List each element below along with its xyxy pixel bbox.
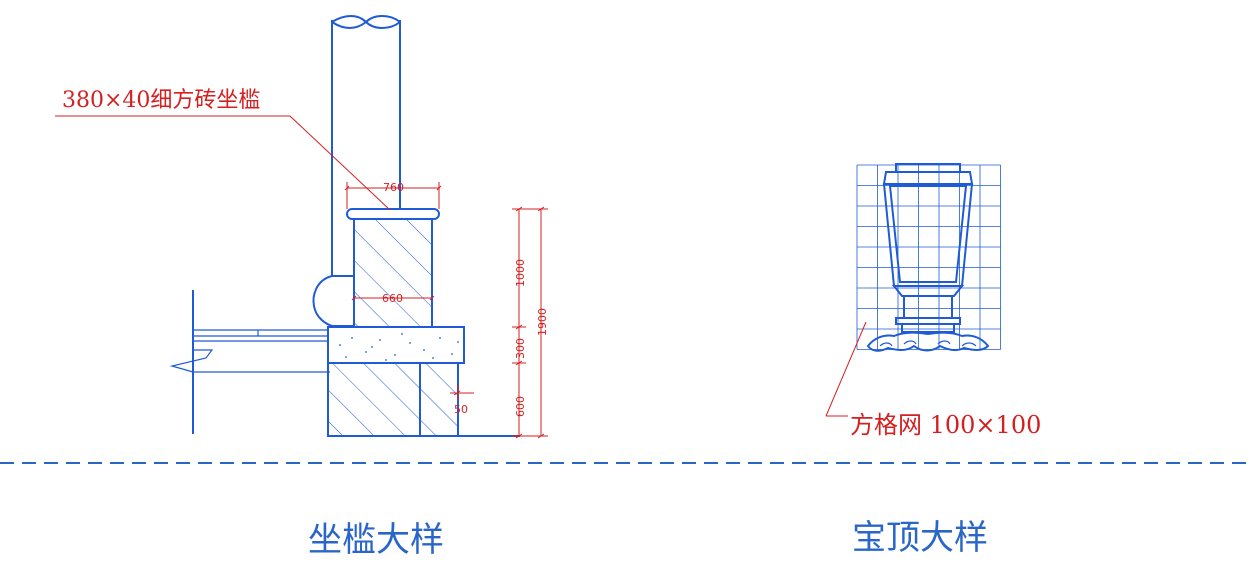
lower-foundation xyxy=(327,362,459,437)
vertical-dims xyxy=(512,206,548,439)
dim-760: 760 xyxy=(344,181,442,209)
finial-outline xyxy=(866,163,990,352)
column xyxy=(331,15,401,276)
floor-slab xyxy=(169,290,330,434)
left-caption: 坐槛大样 xyxy=(308,520,444,560)
seat-cap-brick xyxy=(346,208,440,220)
finial-detail: 方格网 100×100 xyxy=(825,163,1041,439)
dim-top-width: 760 xyxy=(383,181,404,194)
grid-net xyxy=(856,164,1001,350)
dim-50: 50 xyxy=(450,385,474,416)
dim-lower-height: 600 xyxy=(514,396,527,417)
column-base xyxy=(312,275,355,327)
dim-upper-height: 1000 xyxy=(514,259,527,287)
dim-mid-width: 660 xyxy=(382,292,403,305)
grid-label-leader xyxy=(825,321,867,417)
dim-total-height: 1900 xyxy=(536,308,549,336)
right-caption: 宝顶大样 xyxy=(852,518,988,558)
upper-pier xyxy=(353,218,433,328)
dim-660: 660 xyxy=(351,292,435,305)
callout-leader xyxy=(55,115,391,211)
stone-cap-slab xyxy=(327,326,465,364)
slab-speckle xyxy=(339,333,459,361)
grid-label: 方格网 100×100 xyxy=(850,411,1041,439)
seat-rail-detail: 380×40细方砖坐槛 760 660 1000 300 600 xyxy=(55,15,549,439)
dim-offset: 50 xyxy=(454,403,468,416)
callout-label: 380×40细方砖坐槛 xyxy=(62,88,260,113)
dim-mid-height: 300 xyxy=(514,338,527,359)
